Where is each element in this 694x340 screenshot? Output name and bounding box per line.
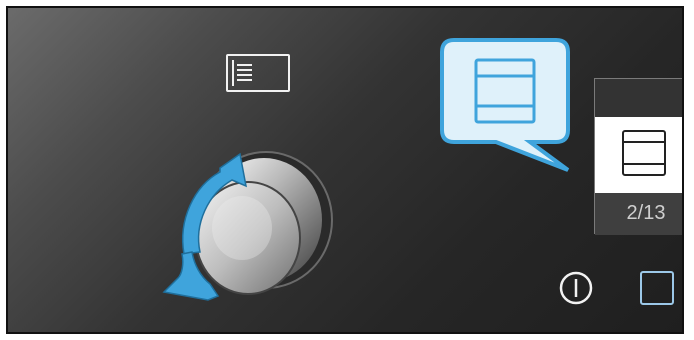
page-indicator: 2/13 (603, 202, 684, 225)
display-page-row: 2/13 (595, 193, 684, 235)
oven-mode-icon (595, 117, 684, 193)
display-selected-row (595, 117, 684, 193)
menu-lines-icon (228, 56, 288, 90)
power-button[interactable] (558, 270, 594, 306)
control-panel: 2/13 (6, 6, 684, 334)
display-top-row (595, 79, 684, 117)
start-button[interactable] (640, 271, 674, 305)
menu-button[interactable] (226, 54, 290, 92)
power-icon (561, 273, 591, 303)
mode-display: 2/13 (594, 78, 684, 234)
rotary-knob[interactable] (158, 128, 348, 318)
oven-mode-callout (440, 38, 590, 188)
